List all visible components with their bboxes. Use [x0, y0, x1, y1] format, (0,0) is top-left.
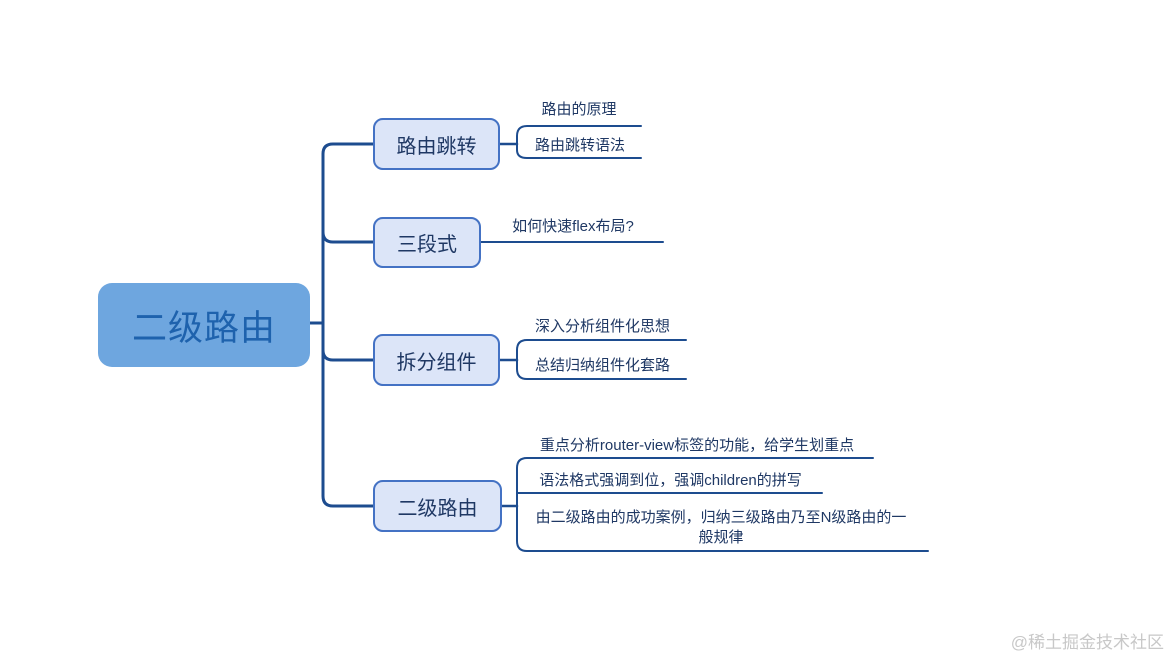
- root-node[interactable]: 二级路由: [98, 283, 310, 367]
- branch-node-route-jump[interactable]: 路由跳转: [373, 118, 500, 170]
- branch-node-label: 路由跳转: [396, 135, 477, 158]
- root-node-label: 二级路由: [131, 308, 276, 348]
- branch-node-split-component[interactable]: 拆分组件: [373, 334, 500, 386]
- leaf-node[interactable]: 语法格式强调到位，强调children的拼写: [539, 472, 802, 489]
- branch-node-three-stage[interactable]: 三段式: [373, 217, 481, 268]
- watermark: @稀土掘金技术社区: [1010, 633, 1164, 652]
- leaf-node[interactable]: 路由跳转语法: [534, 137, 625, 154]
- leaf-node[interactable]: 如何快速flex布局?: [512, 218, 634, 235]
- leaf-node[interactable]: 重点分析router-view标签的功能，给学生划重点: [539, 437, 855, 454]
- leaf-node[interactable]: 由二级路由的成功案例，归纳三级路由乃至N级路由的一般规律: [535, 509, 907, 546]
- leaf-node[interactable]: 总结归纳组件化套路: [534, 357, 670, 374]
- branch-node-secondary-route[interactable]: 二级路由: [373, 480, 502, 532]
- branch-node-label: 二级路由: [397, 497, 478, 520]
- branch-node-label: 三段式: [397, 234, 457, 256]
- leaf-node[interactable]: 深入分析组件化思想: [534, 318, 670, 335]
- branch-node-label: 拆分组件: [396, 351, 477, 374]
- leaf-node[interactable]: 路由的原理: [541, 101, 617, 118]
